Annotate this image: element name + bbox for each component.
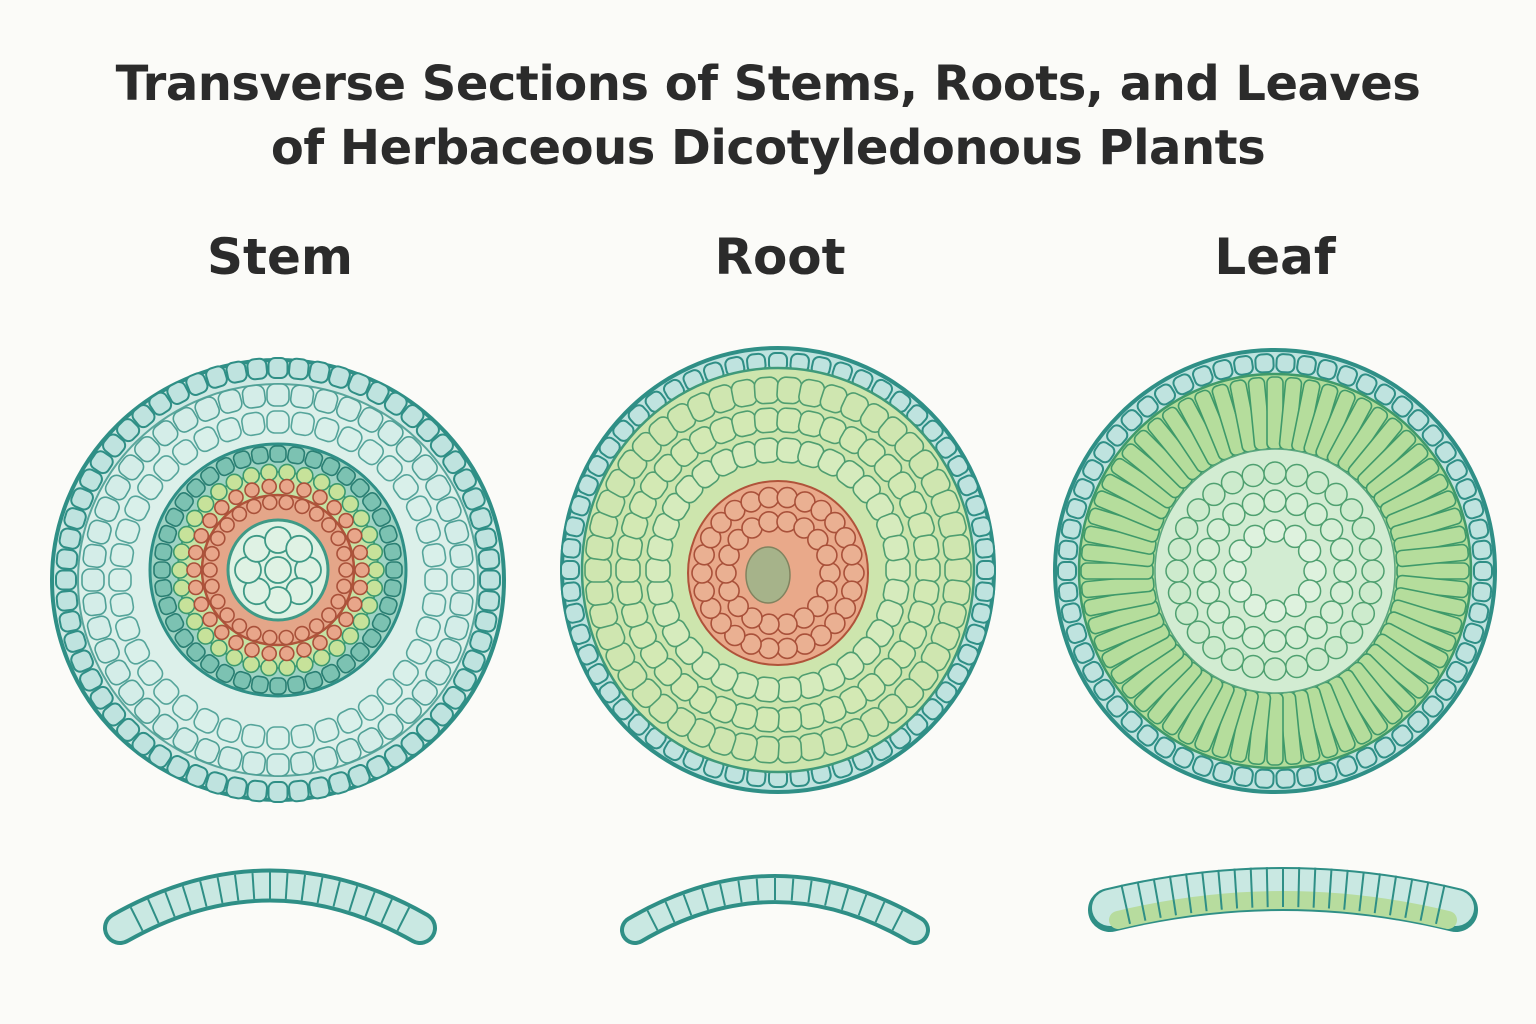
leaf-spongy: [1154, 448, 1396, 694]
stem-cortex-cells: [55, 357, 501, 803]
stem-vascular-cells: [153, 445, 403, 695]
diagram-title: Transverse Sections of Stems, Roots, and…: [0, 52, 1536, 180]
root-cortex-cells: [584, 376, 972, 764]
leaf-label: Leaf: [1214, 228, 1336, 286]
stem-label: Stem: [207, 228, 353, 286]
title-line-2: of Herbaceous Dicotyledonous Plants: [270, 120, 1266, 176]
stem-pith-cells: [234, 526, 322, 614]
leaf-blade-strip: [1088, 867, 1478, 932]
leaf-epidermis-cells: [1057, 353, 1493, 789]
root-xylem: [745, 546, 791, 604]
root-label: Root: [714, 228, 846, 286]
root-epidermis-strip: [620, 874, 930, 945]
root-stele-cells: [691, 486, 865, 660]
root-cross-section: [560, 346, 996, 794]
leaf-cross-section: [1053, 348, 1497, 794]
stem-cross-section: [50, 357, 506, 803]
title-line-1: Transverse Sections of Stems, Roots, and…: [115, 56, 1421, 112]
leaf-palisade-cells: [1080, 376, 1470, 766]
leaf-spongy-cells: [1165, 461, 1385, 681]
stem-epidermis-strip: [103, 868, 437, 945]
